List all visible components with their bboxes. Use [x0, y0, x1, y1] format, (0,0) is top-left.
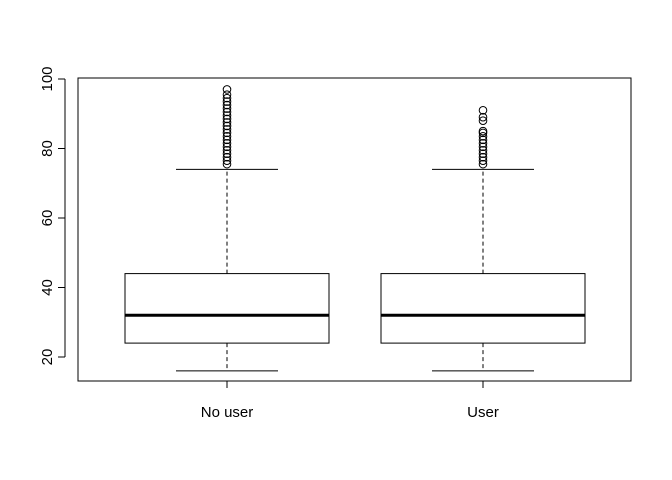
outlier-point: [222, 100, 232, 110]
outlier-point: [222, 121, 232, 131]
outlier-point: [478, 135, 488, 145]
y-tick-label: 60: [39, 210, 56, 227]
outlier-point: [222, 97, 232, 106]
x-tick-label: User: [467, 404, 499, 421]
outlier-point: [222, 93, 232, 103]
outlier-point: [478, 156, 488, 165]
iqr-box: [380, 273, 586, 344]
outlier-point: [222, 107, 232, 117]
outlier-point: [478, 105, 488, 115]
outlier-point: [222, 111, 232, 120]
outlier-point: [222, 132, 232, 141]
outlier-point: [478, 138, 488, 148]
y-tick-label: 80: [39, 140, 56, 157]
outlier-point: [222, 156, 232, 165]
outlier-point: [478, 145, 488, 155]
x-tick-label: No user: [201, 404, 254, 421]
box-group-no-user: [124, 85, 330, 372]
outlier-point: [222, 90, 232, 99]
outlier-point: [222, 128, 232, 138]
outlier-point: [222, 85, 232, 94]
outlier-point: [222, 125, 232, 134]
outlier-point: [222, 104, 232, 113]
outlier-point: [478, 152, 488, 162]
outlier-point: [222, 142, 232, 152]
outlier-point: [478, 149, 488, 159]
outlier-point: [222, 118, 232, 127]
y-tick-label: 40: [39, 279, 56, 296]
outlier-point: [478, 132, 488, 141]
outlier-point: [478, 159, 488, 169]
outlier-point: [478, 126, 488, 136]
outlier-point: [222, 135, 232, 145]
outlier-point: [222, 149, 232, 159]
outlier-point: [222, 152, 232, 162]
box-group-user: [380, 105, 586, 372]
y-tick-label: 20: [39, 349, 56, 366]
outlier-point: [222, 114, 232, 124]
outlier-point: [478, 116, 488, 125]
y-tick-label: 100: [39, 66, 56, 91]
outlier-point: [478, 112, 488, 122]
outlier-point: [478, 142, 488, 152]
outlier-point: [222, 159, 232, 169]
iqr-box: [124, 273, 330, 344]
outlier-point: [222, 145, 232, 155]
outlier-point: [222, 138, 232, 148]
